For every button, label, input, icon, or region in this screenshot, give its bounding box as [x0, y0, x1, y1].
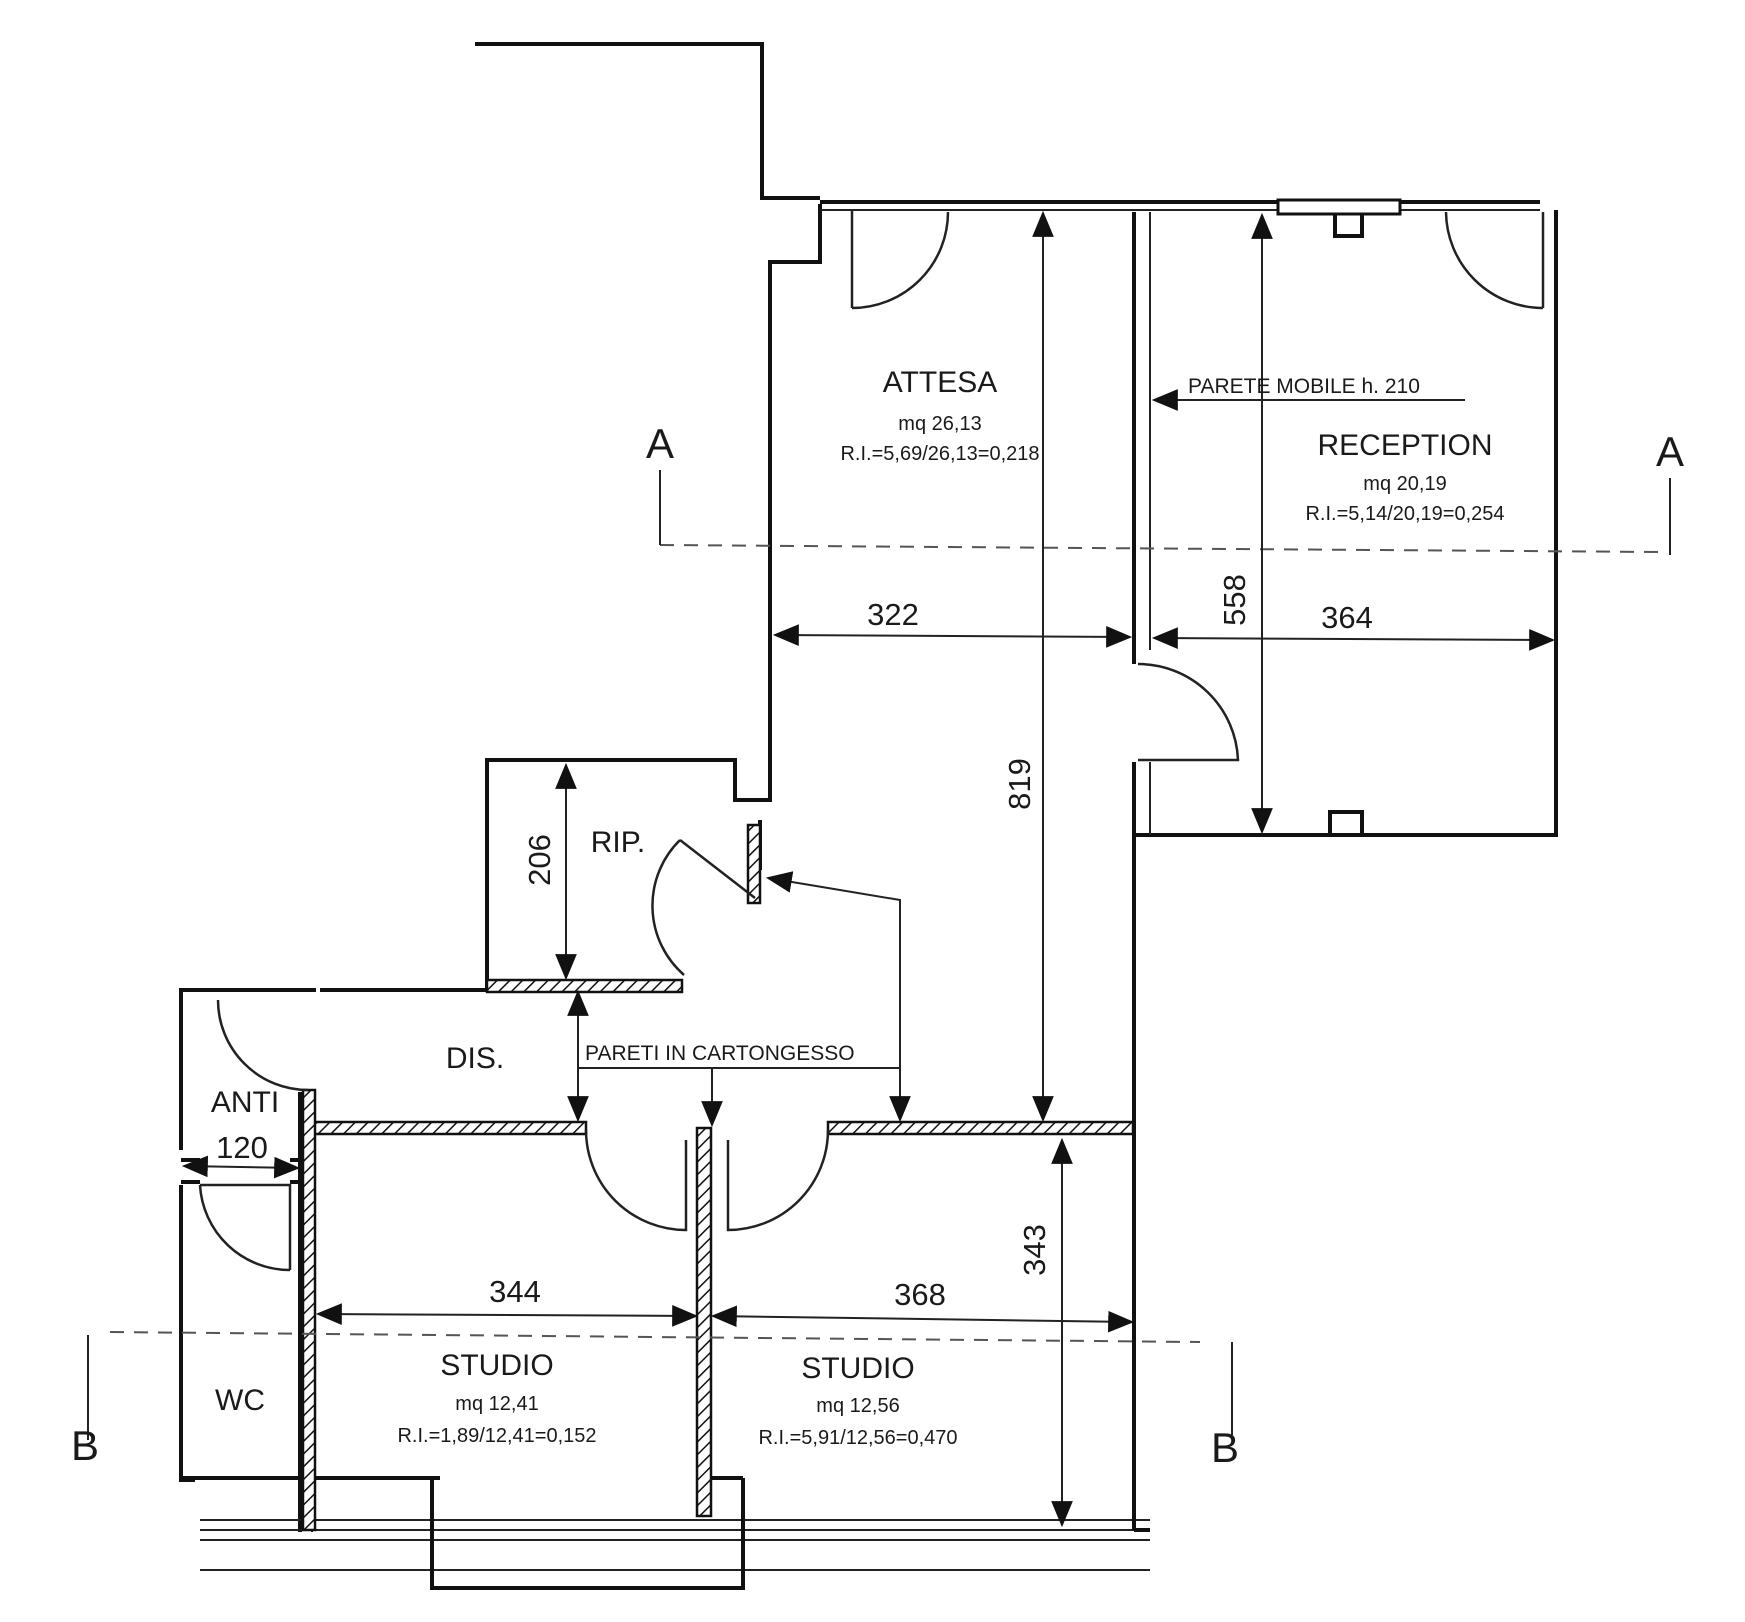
section-b-left: B — [71, 1422, 99, 1469]
room-attesa: ATTESA mq 26,13 R.I.=5,69/26,13=0,218 — [840, 366, 1039, 465]
room-reception: RECEPTION mq 20,19 R.I.=5,14/20,19=0,254 — [1305, 429, 1504, 525]
room-ri: R.I.=5,69/26,13=0,218 — [840, 443, 1039, 465]
room-name: STUDIO — [801, 1352, 914, 1385]
dimension-lines — [181, 210, 1556, 1528]
room-area: mq 12,56 — [816, 1395, 899, 1417]
dim-anti-width: 120 — [216, 1130, 268, 1165]
dim-reception-depth: 558 — [1217, 574, 1252, 626]
room-ri: R.I.=1,89/12,41=0,152 — [397, 1425, 596, 1447]
note-pareti-cartongesso: PARETI IN CARTONGESSO — [585, 1042, 855, 1065]
dim-attesa-width: 322 — [867, 597, 919, 632]
doors — [198, 210, 1545, 1272]
room-area: mq 26,13 — [898, 413, 981, 435]
dim-studio-right-width: 368 — [894, 1277, 946, 1312]
room-studio-right: STUDIO mq 12,56 R.I.=5,91/12,56=0,470 — [758, 1352, 957, 1449]
room-dis-label: DIS. — [446, 1042, 504, 1075]
room-ri: R.I.=5,91/12,56=0,470 — [758, 1427, 957, 1449]
room-name: ATTESA — [883, 366, 997, 399]
room-name: STUDIO — [440, 1349, 553, 1382]
room-studio-left: STUDIO mq 12,41 R.I.=1,89/12,41=0,152 — [397, 1349, 596, 1447]
section-b-right: B — [1211, 1424, 1239, 1471]
section-lines — [87, 470, 1671, 1440]
dim-studio-right-depth: 343 — [1017, 1224, 1052, 1276]
dim-reception-width: 364 — [1321, 600, 1373, 635]
room-name: RECEPTION — [1317, 429, 1492, 462]
room-anti-label: ANTI — [211, 1086, 279, 1119]
section-a-right: A — [1656, 428, 1684, 475]
room-ri: R.I.=5,14/20,19=0,254 — [1305, 503, 1504, 525]
section-a-left: A — [646, 420, 674, 467]
dim-total-depth: 819 — [1002, 758, 1037, 810]
note-parete-mobile: PARETE MOBILE h. 210 — [1188, 375, 1420, 398]
dim-studio-left-width: 344 — [489, 1274, 541, 1309]
room-wc-label: WC — [215, 1384, 265, 1417]
room-area: mq 20,19 — [1363, 473, 1446, 495]
dim-rip-depth: 206 — [522, 834, 557, 886]
room-rip-label: RIP. — [591, 826, 645, 859]
room-area: mq 12,41 — [455, 1393, 538, 1415]
